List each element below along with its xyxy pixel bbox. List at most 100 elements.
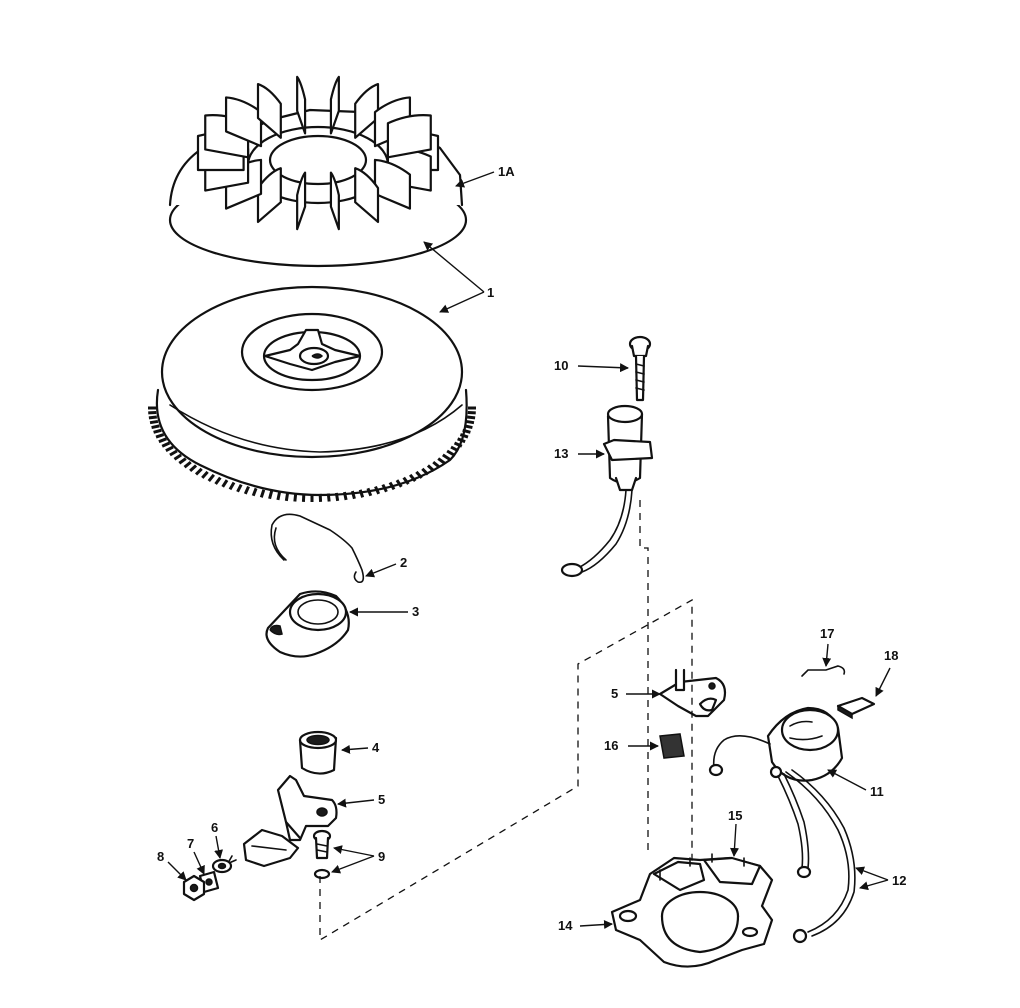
fan-blade (354, 82, 380, 139)
gear-tooth (153, 428, 162, 434)
gear-tooth (437, 457, 446, 465)
gear-tooth (228, 481, 236, 491)
gear-tooth (395, 479, 403, 488)
callout-16: 16 (604, 738, 618, 753)
wire-clip-part-17 (801, 665, 846, 677)
callout-5-right: 5 (611, 686, 618, 701)
leader-lines (167, 171, 891, 929)
gear-tooth (334, 492, 340, 502)
felt-pad-part-16 (659, 733, 685, 759)
gear-tooth (402, 476, 410, 485)
gear-tooth (446, 449, 455, 457)
gear-tooth (381, 483, 388, 493)
gear-tooth (426, 464, 435, 473)
gear-tooth (453, 441, 463, 448)
gear-tooth (158, 437, 167, 444)
gear-tooth (178, 457, 187, 465)
spring-clip-part-2 (270, 513, 365, 584)
callout-10: 10 (554, 358, 568, 373)
gear-tooth (276, 491, 282, 501)
gear-tooth (236, 483, 243, 493)
gear-tooth (421, 467, 430, 476)
gear-tooth (189, 464, 198, 473)
gear-tooth (465, 419, 475, 425)
callout-3: 3 (412, 604, 419, 619)
fan-blade (329, 75, 340, 135)
fan-blade (373, 158, 412, 210)
callout-8: 8 (157, 849, 164, 864)
breaker-plate-part-5-right (658, 668, 727, 718)
gear-tooth (259, 489, 266, 498)
callout-1: 1 (487, 285, 494, 300)
fan-blade (354, 167, 380, 224)
plate-part-18 (836, 696, 876, 720)
gear-tooth (183, 460, 192, 469)
gear-tooth (151, 424, 160, 430)
gear-tooth (243, 485, 250, 495)
callout-2: 2 (400, 555, 407, 570)
gear-tooth (169, 449, 178, 457)
gear-tooth (221, 479, 229, 488)
callout-5-left: 5 (378, 792, 385, 807)
gear-tooth (161, 441, 171, 448)
gear-tooth (149, 419, 159, 425)
bushing-part-4 (298, 730, 338, 775)
fan-blade (386, 114, 432, 159)
callout-13: 13 (554, 446, 568, 461)
gear-tooth (459, 433, 469, 439)
brake-pad-part-3 (265, 590, 350, 658)
gear-tooth (457, 437, 466, 444)
callout-1a: 1A (498, 164, 515, 179)
gear-tooth (374, 485, 381, 495)
gear-tooth (409, 473, 417, 482)
callout-4: 4 (372, 740, 380, 755)
gear-tooth (293, 493, 298, 502)
gear-tooth (388, 481, 396, 491)
gear-tooth (214, 476, 222, 485)
flywheel-part-1 (148, 285, 476, 502)
screw-washer-part-9 (312, 829, 332, 880)
gear-tooth (207, 473, 215, 482)
callout-9: 9 (378, 849, 385, 864)
callout-17: 17 (820, 626, 834, 641)
callout-6: 6 (211, 820, 218, 835)
gear-tooth (148, 415, 158, 420)
gear-tooth (268, 490, 274, 500)
callout-labels: 1A 1 2 3 4 5 6 7 8 9 10 11 12 13 14 15 1… (157, 164, 906, 933)
gear-tooth (342, 491, 348, 501)
fan-blade (256, 82, 282, 139)
gear-tooth (155, 433, 165, 439)
callout-18: 18 (884, 648, 898, 663)
gear-tooth (432, 460, 441, 469)
gear-tooth (466, 415, 476, 420)
fan-blade (329, 171, 340, 231)
screw-part-10 (628, 335, 652, 402)
gear-tooth (350, 490, 356, 500)
armature-assembly-parts-14-15 (610, 853, 774, 968)
gear-tooth (165, 445, 174, 453)
gear-tooth (173, 453, 182, 461)
ignition-coil-part-11 (708, 706, 844, 782)
lever-bracket-part-5-left (276, 774, 338, 842)
callout-15: 15 (728, 808, 742, 823)
fan-blade-part-1a (168, 75, 468, 268)
gear-tooth (251, 487, 258, 497)
gear-tooth (194, 467, 203, 476)
gear-tooth (358, 489, 365, 498)
screw-assembly-parts-6-7-8 (182, 828, 300, 902)
gear-tooth (450, 445, 459, 453)
assembly-guide-lines (319, 500, 693, 942)
gear-tooth (284, 492, 290, 502)
condenser-part-13 (560, 404, 654, 578)
gear-tooth (366, 487, 373, 497)
callout-11: 11 (870, 784, 884, 799)
gear-tooth (415, 470, 423, 479)
gear-tooth (326, 493, 331, 502)
gear-tooth (442, 453, 451, 461)
fan-blade (296, 171, 307, 231)
callout-14: 14 (558, 918, 573, 933)
gear-tooth (201, 470, 209, 479)
gear-tooth (462, 428, 471, 434)
callout-7: 7 (187, 836, 194, 851)
